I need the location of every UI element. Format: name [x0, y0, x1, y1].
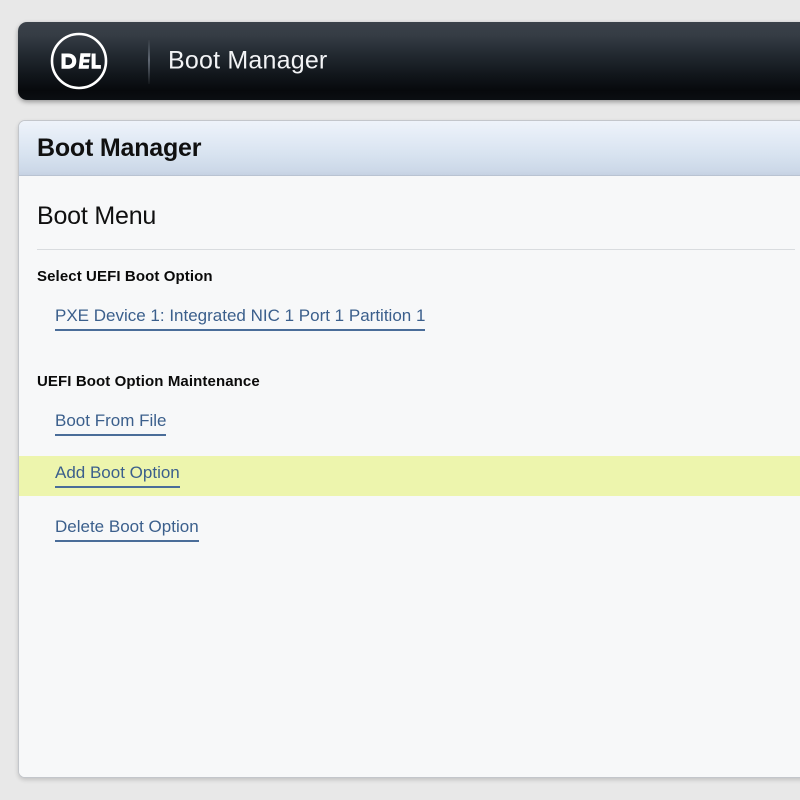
menu-item-add-boot-option[interactable]: Add Boot Option — [55, 462, 180, 488]
menu-item-delete-boot-option[interactable]: Delete Boot Option — [55, 516, 199, 542]
group-label-select-uefi-boot-option: Select UEFI Boot Option — [37, 268, 213, 285]
menu-item-boot-from-file[interactable]: Boot From File — [55, 410, 167, 436]
group-label-uefi-boot-option-maintenance: UEFI Boot Option Maintenance — [37, 373, 260, 390]
header-title: Boot Manager — [168, 46, 328, 75]
group-spacer — [19, 339, 800, 355]
list-item[interactable]: Delete Boot Option — [19, 510, 800, 550]
header-divider — [148, 40, 150, 84]
panel-body: Boot Menu Select UEFI Boot Option PXE De… — [19, 176, 800, 777]
section-divider — [37, 249, 795, 250]
list-item-selected[interactable]: Add Boot Option — [19, 456, 800, 496]
page-title: Boot Manager — [37, 133, 202, 162]
boot-option-pxe-device-1[interactable]: PXE Device 1: Integrated NIC 1 Port 1 Pa… — [55, 305, 426, 331]
panel-titlebar: Boot Manager — [19, 121, 800, 176]
boot-manager-panel: Boot Manager Boot Menu Select UEFI Boot … — [18, 120, 800, 778]
dell-header-bar: Boot Manager — [18, 22, 800, 100]
section-title-boot-menu: Boot Menu — [37, 202, 157, 230]
dell-logo — [48, 30, 110, 92]
list-item[interactable]: PXE Device 1: Integrated NIC 1 Port 1 Pa… — [19, 299, 800, 339]
dell-logo-icon — [50, 32, 108, 90]
list-item[interactable]: Boot From File — [19, 404, 800, 444]
